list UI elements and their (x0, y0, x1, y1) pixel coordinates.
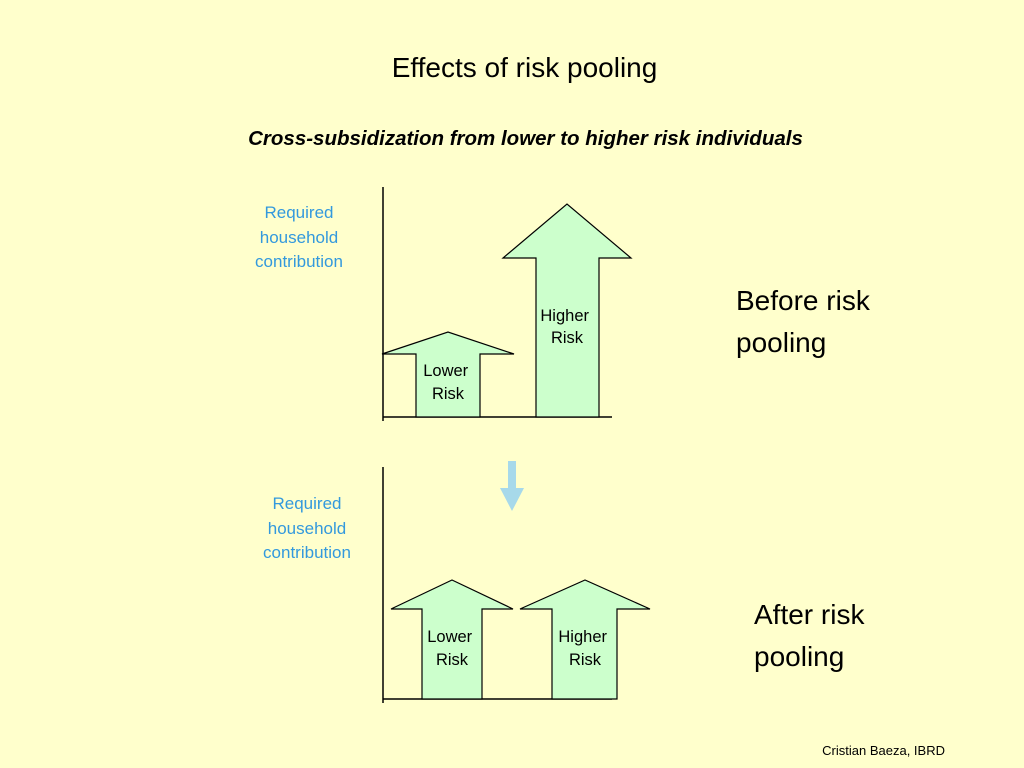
after-higher-risk-label-line-1: Higher (558, 628, 607, 646)
before-state-label: Before risk pooling (736, 280, 870, 364)
credit-text: Cristian Baeza, IBRD (822, 743, 945, 758)
after-lower-risk-label-line-1: Lower (427, 628, 472, 646)
slide-title: Effects of risk pooling (391, 52, 658, 83)
before-axis-label-line-2: household (259, 227, 339, 247)
before-axis-label-line-1: Required (264, 203, 334, 222)
before-higher-risk-label-line-1: Higher (540, 307, 589, 325)
before-lower-risk-label-line-1: Lower (423, 362, 468, 380)
after-lower-risk-label: Lower Risk (427, 628, 477, 669)
after-higher-risk-arrow (519, 579, 651, 700)
before-axis-label: Required household contribution (229, 201, 369, 275)
before-lower-risk-arrow (381, 331, 515, 418)
slide-subtitle: Cross-subsidization from lower to higher… (248, 127, 803, 150)
before-lower-risk-label-line-2: Risk (432, 385, 465, 403)
before-lower-risk-label: Lower Risk (423, 362, 473, 403)
after-axis-label-line-3: contribution (263, 543, 351, 562)
after-axis-label-line-1: Required (272, 494, 342, 513)
after-lower-risk-arrow (390, 579, 514, 700)
before-higher-risk-label: Higher Risk (540, 307, 593, 347)
after-state-label-line-1: After risk (754, 599, 865, 630)
before-higher-risk-label-line-2: Risk (551, 329, 584, 347)
after-state-label: After risk pooling (754, 594, 864, 678)
after-axis-label-line-2: household (267, 518, 347, 538)
before-state-label-line-2: pooling (736, 327, 827, 358)
after-higher-risk-label-line-2: Risk (569, 651, 602, 669)
before-higher-risk-arrow (501, 203, 633, 418)
after-lower-risk-label-line-2: Risk (436, 651, 469, 669)
before-state-label-line-1: Before risk (736, 285, 870, 316)
down-arrow-icon (500, 461, 524, 511)
after-higher-risk-label: Higher Risk (558, 628, 611, 669)
after-state-label-line-2: pooling (754, 641, 845, 672)
after-axis-label: Required household contribution (237, 492, 377, 566)
before-axis-label-line-3: contribution (255, 252, 343, 271)
